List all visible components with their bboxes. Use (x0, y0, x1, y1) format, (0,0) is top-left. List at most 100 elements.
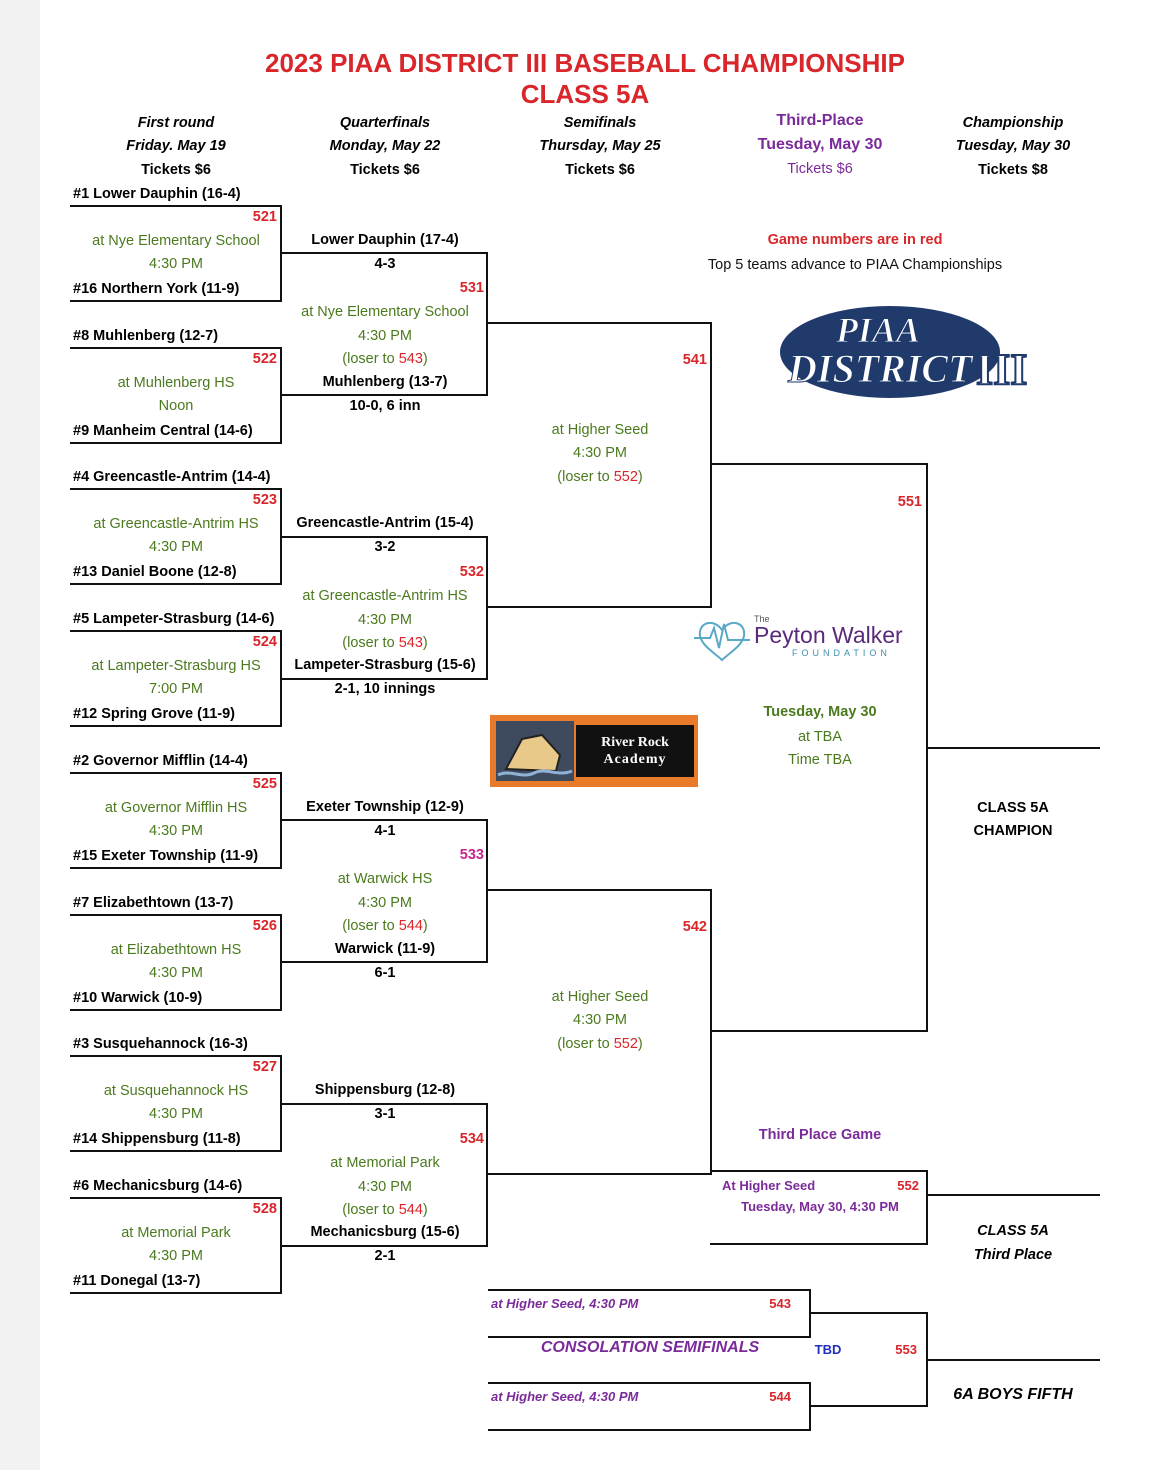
consolation-final-vertical-line (926, 1312, 928, 1407)
champion-label: CHAMPION (973, 823, 1053, 839)
round-name: Championship (962, 115, 1064, 131)
team-top: #7 Elizabethtown (13-7) (73, 895, 234, 911)
round-date: Monday, May 22 (329, 138, 441, 154)
loser-note: (loser to 543) (342, 634, 427, 652)
game-time: 4:30 PM (149, 965, 203, 981)
game-site: at Elizabethtown HS (110, 942, 242, 958)
consolation-game1-site: at Higher Seed, 4:30 PM (491, 1296, 639, 1311)
game-number: 551 (897, 494, 922, 510)
champion-label: CLASS 5A (977, 800, 1049, 816)
final-bottom-line (710, 1030, 928, 1032)
team-top: #6 Mechanicsburg (14-6) (73, 1178, 243, 1194)
game-time: 7:00 PM (149, 681, 203, 697)
game-time: 4:30 PM (573, 445, 627, 461)
loser-prefix: (loser to (342, 635, 399, 651)
game-number: 525 (252, 776, 277, 792)
game-number: 533 (459, 847, 484, 863)
game-number: 541 (682, 352, 707, 368)
round-name: First round (137, 115, 215, 131)
bracket-line-top (70, 772, 282, 774)
round-date: Tuesday, May 30 (955, 138, 1071, 154)
game-site: at Higher Seed (551, 989, 649, 1005)
final-vertical-line (926, 463, 928, 1032)
team-top: #8 Muhlenberg (12-7) (73, 328, 219, 344)
game-time: Noon (158, 398, 194, 414)
winner-team: Mechanicsburg (15-6) (310, 1224, 460, 1240)
note-game-numbers: Game numbers are in red (767, 232, 943, 248)
game-site: at Memorial Park (330, 1155, 440, 1171)
bracket-line-top (280, 252, 488, 254)
third-place-result-line (928, 1194, 1100, 1196)
loser-suffix: ) (422, 635, 428, 651)
winner-team: Shippensburg (12-8) (314, 1082, 456, 1098)
bracket-line-bottom (70, 1009, 282, 1011)
final-date: Tuesday, May 30 (763, 704, 877, 720)
third-place-site: At Higher Seed (722, 1178, 816, 1193)
loser-game-number: 543 (398, 351, 423, 367)
bracket-line-top (70, 914, 282, 916)
loser-suffix: ) (422, 351, 428, 367)
game-number: 522 (252, 351, 277, 367)
river-rock-line1: River Rock (601, 735, 669, 750)
team-bottom: #14 Shippensburg (11-8) (73, 1131, 241, 1147)
team-top: #1 Lower Dauphin (16-4) (73, 186, 241, 202)
team-bottom: #12 Spring Grove (11-9) (73, 706, 235, 722)
winner-team: Warwick (11-9) (334, 941, 436, 957)
third-place-label: Third Place (973, 1247, 1053, 1263)
game-site: at Lampeter-Strasburg HS (91, 658, 261, 674)
game-time: 4:30 PM (149, 1248, 203, 1264)
third-place-label: CLASS 5A (977, 1223, 1049, 1239)
bracket-line-top (70, 347, 282, 349)
bracket-line-top (486, 322, 712, 324)
consolation-game1-bottom-line (488, 1336, 811, 1338)
team-top: #2 Governor Mifflin (14-4) (73, 753, 248, 769)
game-site: at Greencastle-Antrim HS (302, 588, 468, 604)
page-title: 2023 PIAA DISTRICT III BASEBALL CHAMPION… (265, 48, 905, 78)
bracket-line-bottom (70, 442, 282, 444)
piaa-district-logo: PIAA DISTRICT III (778, 302, 1040, 400)
bracket-line-top (280, 819, 488, 821)
game-site: at Susquehannock HS (103, 1083, 249, 1099)
bracket-page: 2023 PIAA DISTRICT III BASEBALL CHAMPION… (40, 0, 1170, 1470)
game-number: 542 (682, 919, 707, 935)
third-place-time: Tuesday, May 30, 4:30 PM (741, 1199, 899, 1214)
bracket-line-bottom (486, 606, 712, 608)
river-rock-nameplate: River Rock Academy (576, 725, 694, 777)
bracket-line-top (486, 889, 712, 891)
bracket-line-bottom (280, 394, 488, 396)
loser-note: (loser to 552) (557, 1035, 642, 1053)
consolation-game2-vertical-line (809, 1382, 811, 1431)
winner-team: Muhlenberg (13-7) (322, 374, 448, 390)
bracket-line-vertical (486, 536, 488, 680)
fifth-place-line (928, 1359, 1100, 1361)
game-number: 552 (897, 1178, 919, 1193)
bracket-line-bottom (280, 678, 488, 680)
team-top: #4 Greencastle-Antrim (14-4) (73, 469, 271, 485)
loser-note: (loser to 544) (342, 1201, 427, 1219)
round-tickets: Tickets $6 (141, 162, 211, 178)
piaa-logo-text: PIAA (835, 310, 920, 350)
team-bottom: #16 Northern York (11-9) (73, 281, 240, 297)
consolation-game1-vertical-line (809, 1289, 811, 1338)
loser-note: (loser to 552) (557, 468, 642, 486)
game-score: 6-1 (374, 965, 396, 981)
consolation-game2-site: at Higher Seed, 4:30 PM (491, 1389, 639, 1404)
bracket-line-bottom (486, 1173, 712, 1175)
game-time: 4:30 PM (149, 1106, 203, 1122)
bracket-line-top (70, 1197, 282, 1199)
game-time: 4:30 PM (358, 895, 412, 911)
final-time: Time TBA (788, 752, 852, 768)
team-top: #3 Susquehannock (16-3) (73, 1036, 248, 1052)
game-score: 10-0, 6 inn (349, 398, 421, 414)
game-number: 531 (459, 280, 484, 296)
bracket-line-bottom (70, 867, 282, 869)
loser-prefix: (loser to (342, 351, 399, 367)
bracket-line-bottom (280, 961, 488, 963)
fifth-place-label: 6A BOYS FIFTH (953, 1386, 1073, 1403)
loser-game-number: 552 (613, 469, 638, 485)
third-place-title: Third Place Game (758, 1127, 882, 1143)
loser-suffix: ) (637, 1036, 643, 1052)
bracket-line-bottom (70, 583, 282, 585)
game-time: 4:30 PM (358, 1179, 412, 1195)
round-tickets: Tickets $6 (787, 161, 853, 177)
